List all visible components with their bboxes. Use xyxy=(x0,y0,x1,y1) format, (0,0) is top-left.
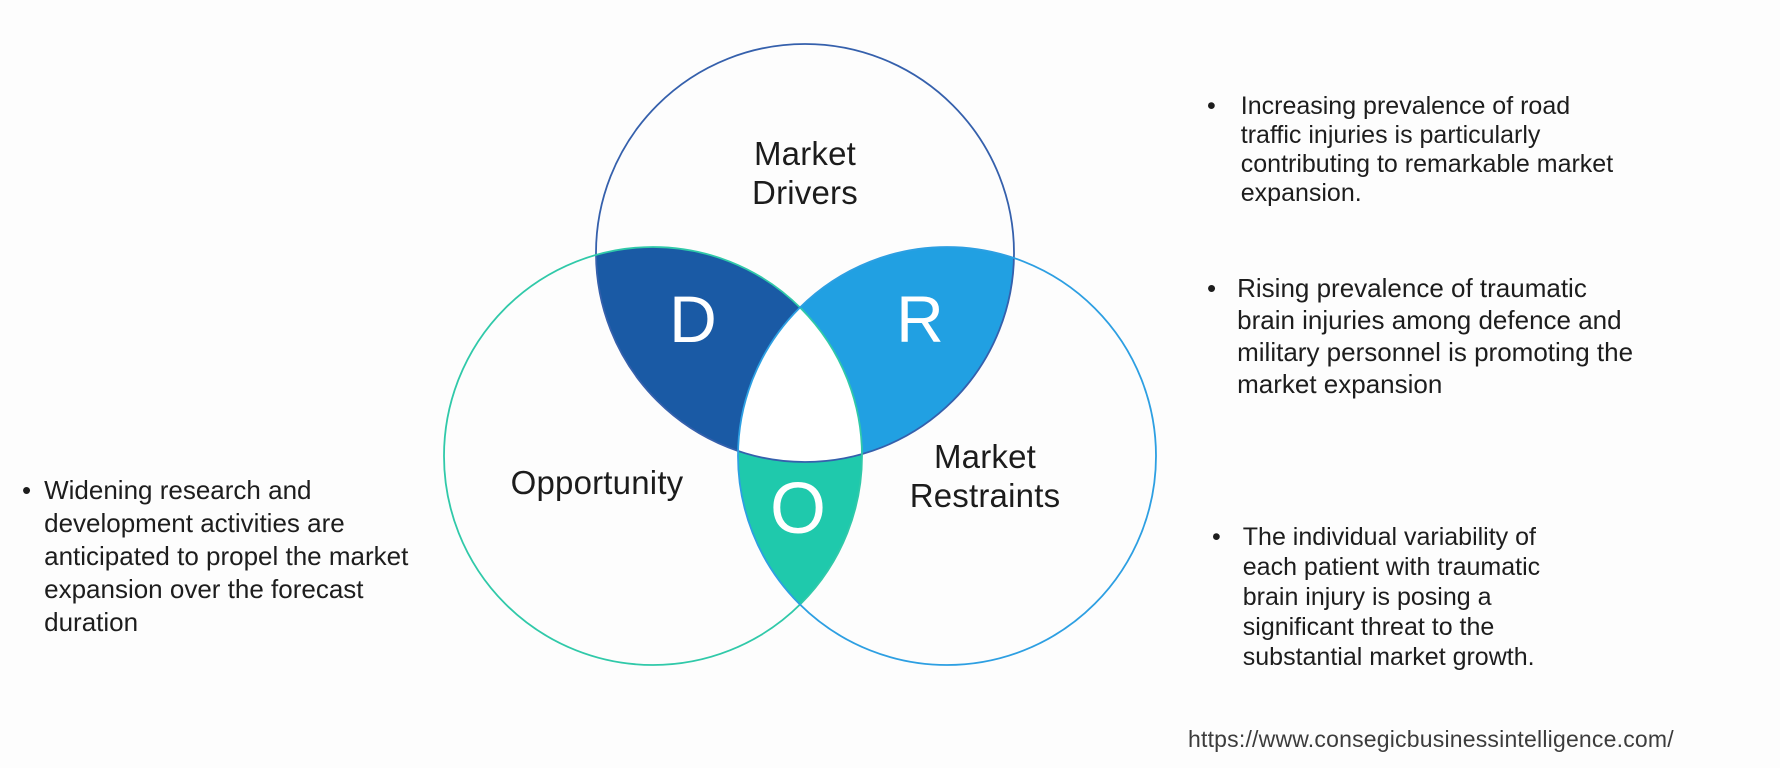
bullet-icon: • xyxy=(22,475,32,505)
restraints-letter: R xyxy=(896,282,944,356)
driver-note-2: • Rising prevalence of traumatic brain i… xyxy=(1207,272,1727,400)
restraint-note-text: The individual variability of each patie… xyxy=(1242,523,1541,671)
bullet-icon: • xyxy=(1212,523,1221,551)
opportunity-letter: O xyxy=(770,469,826,549)
market-drivers-label: Market Drivers xyxy=(752,135,858,211)
opportunity-label: Opportunity xyxy=(510,464,684,501)
restraint-note: • The individual variability of each pat… xyxy=(1212,522,1642,672)
bullet-icon: • xyxy=(1207,273,1217,303)
opportunity-note-text: Widening research and development activi… xyxy=(44,475,409,637)
driver-note-2-text: Rising prevalence of traumatic brain inj… xyxy=(1237,273,1634,399)
opportunity-circle-outline xyxy=(443,246,863,666)
opportunity-note: • Widening research and development acti… xyxy=(22,474,482,639)
drivers-circle-outline xyxy=(595,43,1015,463)
driver-note-1-text: Increasing prevalence of road traffic in… xyxy=(1240,92,1614,207)
drivers-letter: D xyxy=(669,282,717,356)
restraints-circle-outline xyxy=(737,246,1157,666)
market-restraints-label: Market Restraints xyxy=(909,438,1061,514)
source-url: https://www.consegicbusinessintelligence… xyxy=(1188,726,1674,752)
driver-note-1: • Increasing prevalence of road traffic … xyxy=(1207,92,1717,208)
bullet-icon: • xyxy=(1207,92,1216,120)
